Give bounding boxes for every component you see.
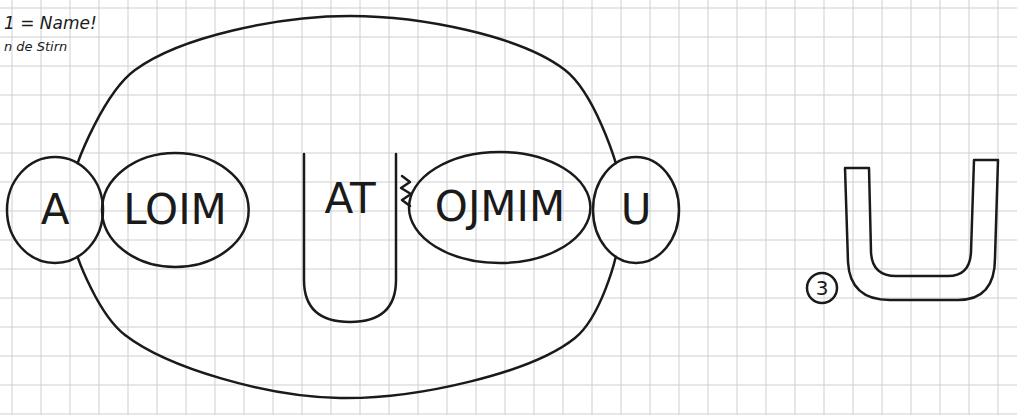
ellipse-outline (102, 153, 249, 267)
grid-line (389, 0, 390, 415)
grid-line (708, 0, 709, 415)
grid-line (0, 37, 1017, 38)
grid-line (737, 0, 738, 415)
grid-line (99, 0, 100, 415)
grid-line (911, 0, 912, 415)
grid-line (940, 0, 941, 415)
grid-line (795, 0, 796, 415)
grid-line (766, 0, 767, 415)
grid-line (0, 8, 1017, 9)
ellipse-node: A (5, 155, 105, 265)
node-text: A (41, 187, 70, 233)
grid-line (0, 269, 1017, 270)
grid-line (0, 240, 1017, 241)
node-text: LOIM (123, 187, 227, 233)
grid-line (70, 0, 71, 415)
grid-line (0, 414, 1017, 415)
ellipse-node: LOIM (100, 151, 251, 269)
callout-number: 3 (816, 277, 829, 299)
grid-line (0, 124, 1017, 125)
grid-line (244, 0, 245, 415)
callout-circle (807, 273, 837, 303)
grid-line (302, 0, 303, 415)
grid-line (0, 182, 1017, 183)
grid-line (969, 0, 970, 415)
grid-line (0, 95, 1017, 96)
grid-line (0, 66, 1017, 67)
note-text: 1 = Name! (4, 14, 97, 33)
ellipse-outline (7, 157, 103, 263)
ellipse-outline (593, 157, 679, 263)
grid-line (0, 385, 1017, 386)
u-shape-figure (845, 160, 998, 300)
ellipse-outline (409, 152, 590, 263)
arc-connector (78, 16, 616, 163)
grid-line (882, 0, 883, 415)
grid-line (824, 0, 825, 415)
grid-line (0, 356, 1017, 357)
grid-line (0, 327, 1017, 328)
ellipse-node: OJMIM (407, 150, 592, 265)
grid-line (853, 0, 854, 415)
grid-line (12, 0, 13, 415)
grid-line (418, 0, 419, 415)
grid-line (0, 298, 1017, 299)
grid-line (273, 0, 274, 415)
cup-outline (304, 154, 396, 322)
note-text: n de Stirn (4, 40, 67, 54)
node-text: U (621, 187, 652, 233)
cup-shape: AT (300, 150, 400, 325)
node-text: AT (324, 176, 375, 222)
ellipse-node: U (591, 155, 681, 265)
node-text: OJMIM (435, 184, 565, 230)
arc-connector (78, 257, 616, 398)
